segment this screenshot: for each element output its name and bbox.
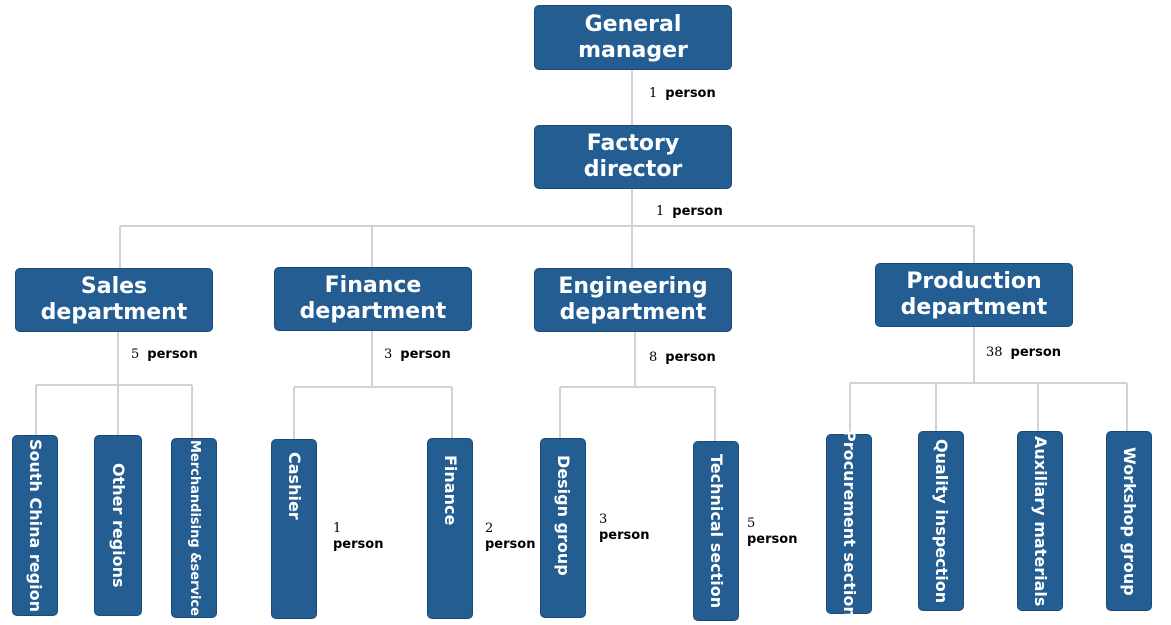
finance-department-label: Finance department (299, 273, 447, 324)
factory-director-box[interactable]: Factory director (534, 125, 732, 189)
merchandising-service-label: Merchandising &service (187, 440, 202, 616)
technical-section-label: Technical section (707, 453, 726, 609)
other-regions-box[interactable]: Other regions (94, 435, 142, 616)
finance-department-box[interactable]: Finance department (274, 267, 472, 331)
design-group-box[interactable]: Design group (540, 438, 586, 618)
factory-director-label: Factory director (583, 131, 683, 182)
production-department-box[interactable]: Production department (875, 263, 1073, 327)
sales-department-label: Sales department (40, 274, 188, 325)
other-regions-label: Other regions (109, 463, 128, 588)
finance-unit-box[interactable]: Finance (427, 438, 473, 619)
quality-inspection-box[interactable]: Quality inspection (918, 431, 964, 611)
procurement-section-label: Procurement section (840, 430, 859, 618)
technical-section-box[interactable]: Technical section (693, 441, 739, 621)
workshop-group-box[interactable]: Workshop group (1106, 431, 1152, 611)
engineering-department-box[interactable]: Engineering department (534, 268, 732, 332)
workshop-group-label: Workshop group (1120, 446, 1139, 596)
general-manager-label: General manager (578, 11, 688, 63)
design-group-label: Design group (554, 455, 573, 576)
sales-department-box[interactable]: Sales department (15, 268, 213, 332)
auxiliary-materials-label: Auxiliary materials (1031, 435, 1050, 607)
production-department-label: Production department (900, 269, 1048, 320)
cashier-box[interactable]: Cashier (271, 439, 317, 619)
south-china-region-box[interactable]: South China region (12, 435, 58, 616)
finance-unit-label: Finance (441, 455, 460, 526)
merchandising-service-box[interactable]: Merchandising &service (171, 438, 217, 618)
procurement-section-box[interactable]: Procurement section (826, 430, 872, 618)
general-manager-box[interactable]: General manager (534, 5, 732, 70)
quality-inspection-label: Quality inspection (932, 438, 951, 604)
cashier-label: Cashier (285, 452, 304, 520)
south-china-region-label: South China region (26, 439, 45, 612)
auxiliary-materials-box[interactable]: Auxiliary materials (1017, 431, 1063, 611)
engineering-department-label: Engineering department (558, 274, 708, 325)
